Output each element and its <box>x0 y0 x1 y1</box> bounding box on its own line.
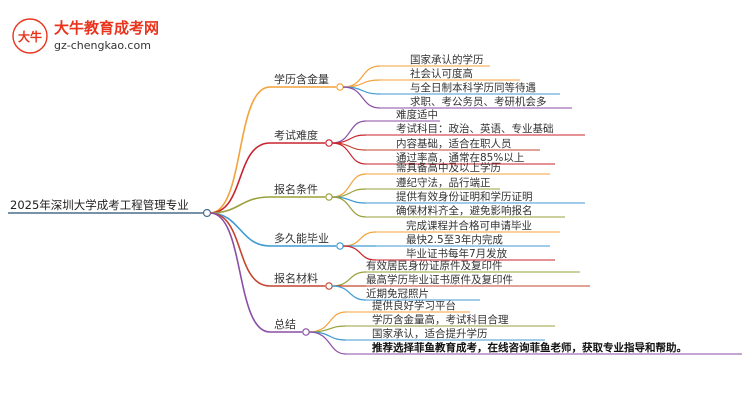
branch-connector <box>209 196 271 214</box>
item-label: 学历含金量高，考试科目合理 <box>372 313 509 326</box>
branch-title-value: 学历含金量 <box>274 72 329 86</box>
item-label: 需具备高中及以上学历 <box>396 161 501 174</box>
item-label: 遵纪守法，品行端正 <box>396 176 491 189</box>
branch-node-dot <box>336 83 344 91</box>
item-label: 毕业证书每年7月发放 <box>406 247 508 260</box>
branch-title-value: 多久能毕业 <box>274 231 329 245</box>
item-connector <box>331 196 367 218</box>
item-connector <box>331 285 367 301</box>
branch-title-value: 报名条件 <box>274 182 318 196</box>
item-label: 确保材料齐全，避免影响报名 <box>396 204 533 217</box>
item-connector <box>308 331 347 341</box>
item-label: 通过率高，通常在85%以上 <box>396 151 524 164</box>
item-label: 最快2.5至3年内完成 <box>406 233 503 246</box>
root-node-dot <box>202 208 212 218</box>
item-connector <box>342 231 377 247</box>
item-label: 国家承认的学历 <box>410 53 484 66</box>
root-node-label: 2025年深圳大学成考工程管理专业 <box>10 198 189 212</box>
branch-title-value: 报名材料 <box>274 271 318 285</box>
branch-node-dot <box>325 139 333 147</box>
logo-badge-icon <box>12 18 48 54</box>
item-connector <box>342 245 377 261</box>
item-label: 国家承认，适合提升学历 <box>372 327 488 340</box>
recommendation-label: 推荐选择菲鱼教育成考，在线咨询菲鱼老师，获取专业指导和帮助。 <box>372 341 687 354</box>
branch-title-value: 总结 <box>274 317 296 331</box>
item-label: 有效居民身份证原件及复印件 <box>366 259 503 272</box>
item-label: 与全日制本科学历同等待遇 <box>410 81 536 94</box>
branch-title-value: 考试难度 <box>274 128 318 142</box>
logo-url: gz-chengkao.com <box>54 39 151 52</box>
branch-node-dot <box>302 328 310 336</box>
item-label: 近期免冠照片 <box>366 287 429 300</box>
logo-badge-text: 大牛 <box>18 29 42 44</box>
branch-node-dot <box>325 282 333 290</box>
item-label: 求职、考公务员、考研机会多 <box>410 95 547 108</box>
item-label: 考试科目：政治、英语、专业基础 <box>396 122 554 135</box>
item-connector <box>331 142 367 165</box>
branch-connector <box>209 142 271 214</box>
item-label: 完成课程并合格可申请毕业 <box>406 219 532 232</box>
item-label: 最高学历毕业证书原件及复印件 <box>366 273 513 286</box>
item-connector <box>342 86 381 109</box>
item-connector <box>308 331 347 355</box>
item-label: 内容基础，适合在职人员 <box>396 137 512 150</box>
branch-connector <box>209 86 271 214</box>
item-connector <box>331 271 367 287</box>
branch-node-dot <box>325 193 333 201</box>
item-label: 社会认可度高 <box>410 67 473 80</box>
item-label: 提供良好学习平台 <box>372 299 456 312</box>
logo-name: 大牛教育成考网 <box>54 19 159 37</box>
branch-connector <box>209 212 271 333</box>
branch-connector <box>209 212 271 287</box>
item-label: 提供有效身份证明和学历证明 <box>396 190 533 203</box>
branch-connector <box>209 212 271 247</box>
item-label: 难度适中 <box>396 108 438 121</box>
branch-node-dot <box>336 242 344 250</box>
logo[interactable]: 大牛 大牛教育成考网 gz-chengkao.com <box>12 18 159 54</box>
item-connector <box>331 134 367 144</box>
